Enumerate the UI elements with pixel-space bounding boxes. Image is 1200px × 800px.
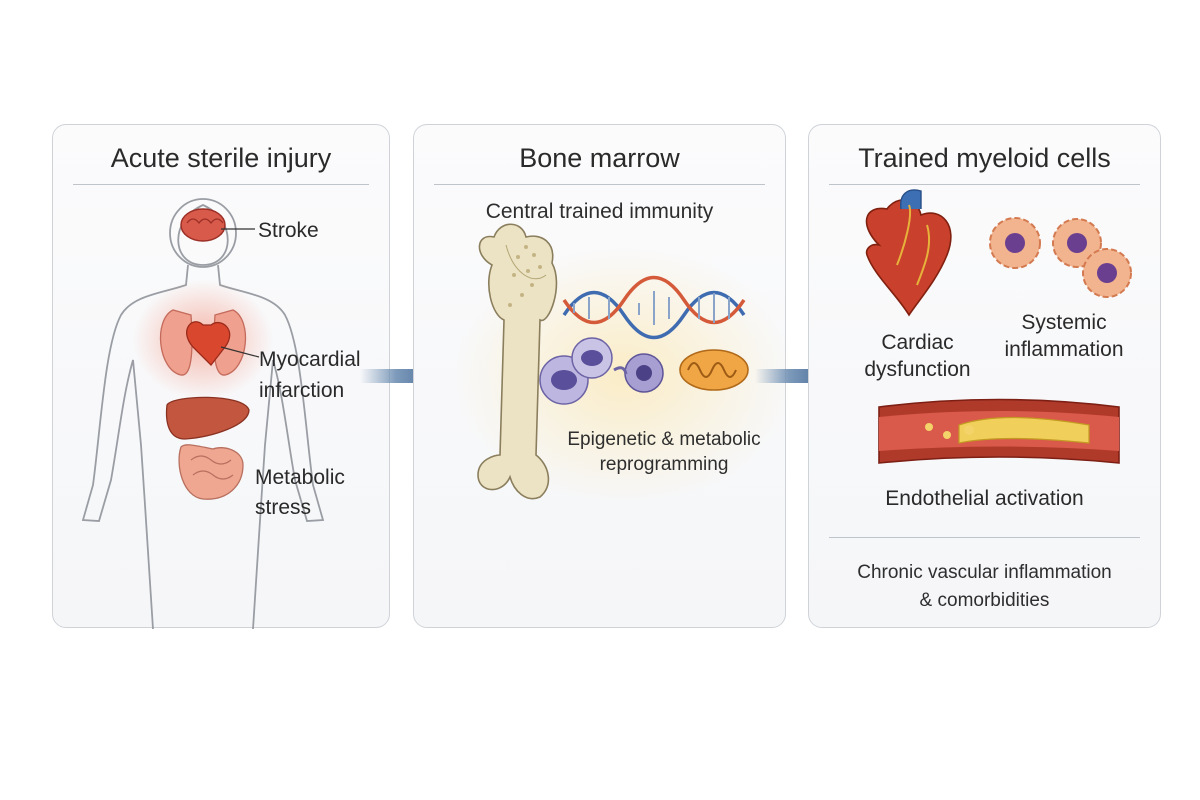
human-body-illustration	[81, 198, 325, 630]
myeloid-cells-icon	[539, 337, 664, 405]
divider	[829, 537, 1140, 538]
heart-icon	[186, 321, 231, 366]
panel-acute-sterile-injury: Acute sterile injury Stroke Myocardial i…	[52, 124, 390, 630]
label-stroke: Stroke	[258, 219, 319, 242]
intestines-icon	[178, 444, 244, 500]
label-stress: stress	[255, 496, 312, 519]
label-myocardial: Myocardial	[259, 348, 361, 371]
label-comorbidities: & comorbidities	[919, 590, 1050, 611]
panel-trained-myeloid-cells: Trained myeloid cells Cardiac dysfunctio…	[808, 124, 1161, 628]
subtitle-central-trained-immunity: Central trained immunity	[485, 200, 714, 223]
label-infarction: infarction	[259, 379, 345, 402]
divider	[434, 184, 765, 185]
divider	[73, 184, 369, 185]
label-metabolic: Metabolic	[255, 466, 345, 489]
label-chronic-vascular-inflammation: Chronic vascular inflammation	[857, 562, 1112, 583]
outcomes-illustration	[865, 189, 1132, 464]
label-cardiac: Cardiac	[881, 331, 954, 354]
bone-icon	[477, 223, 558, 500]
panel-title: Acute sterile injury	[110, 143, 332, 173]
blood-vessel-icon	[878, 398, 1120, 464]
mitochondrion-icon	[679, 349, 749, 391]
label-inflammation: inflammation	[1004, 338, 1124, 361]
heart-icon	[865, 189, 952, 317]
caption-epigenetic: Epigenetic & metabolic	[567, 429, 761, 450]
caption-reprogramming: reprogramming	[599, 454, 729, 475]
inflammatory-cells-icon	[989, 217, 1132, 298]
label-dysfunction: dysfunction	[864, 358, 971, 381]
brain-icon	[180, 208, 226, 242]
label-systemic: Systemic	[1021, 311, 1107, 334]
panel-bone-marrow: Bone marrow Central trained immunity	[413, 124, 794, 628]
divider	[829, 184, 1140, 185]
body-outline	[81, 204, 325, 630]
dna-icon	[562, 275, 746, 340]
label-endothelial-activation: Endothelial activation	[885, 487, 1084, 510]
bone-marrow-illustration	[454, 223, 794, 505]
liver-icon	[165, 396, 250, 440]
panel-title: Bone marrow	[519, 143, 680, 173]
panel-title: Trained myeloid cells	[858, 143, 1111, 173]
